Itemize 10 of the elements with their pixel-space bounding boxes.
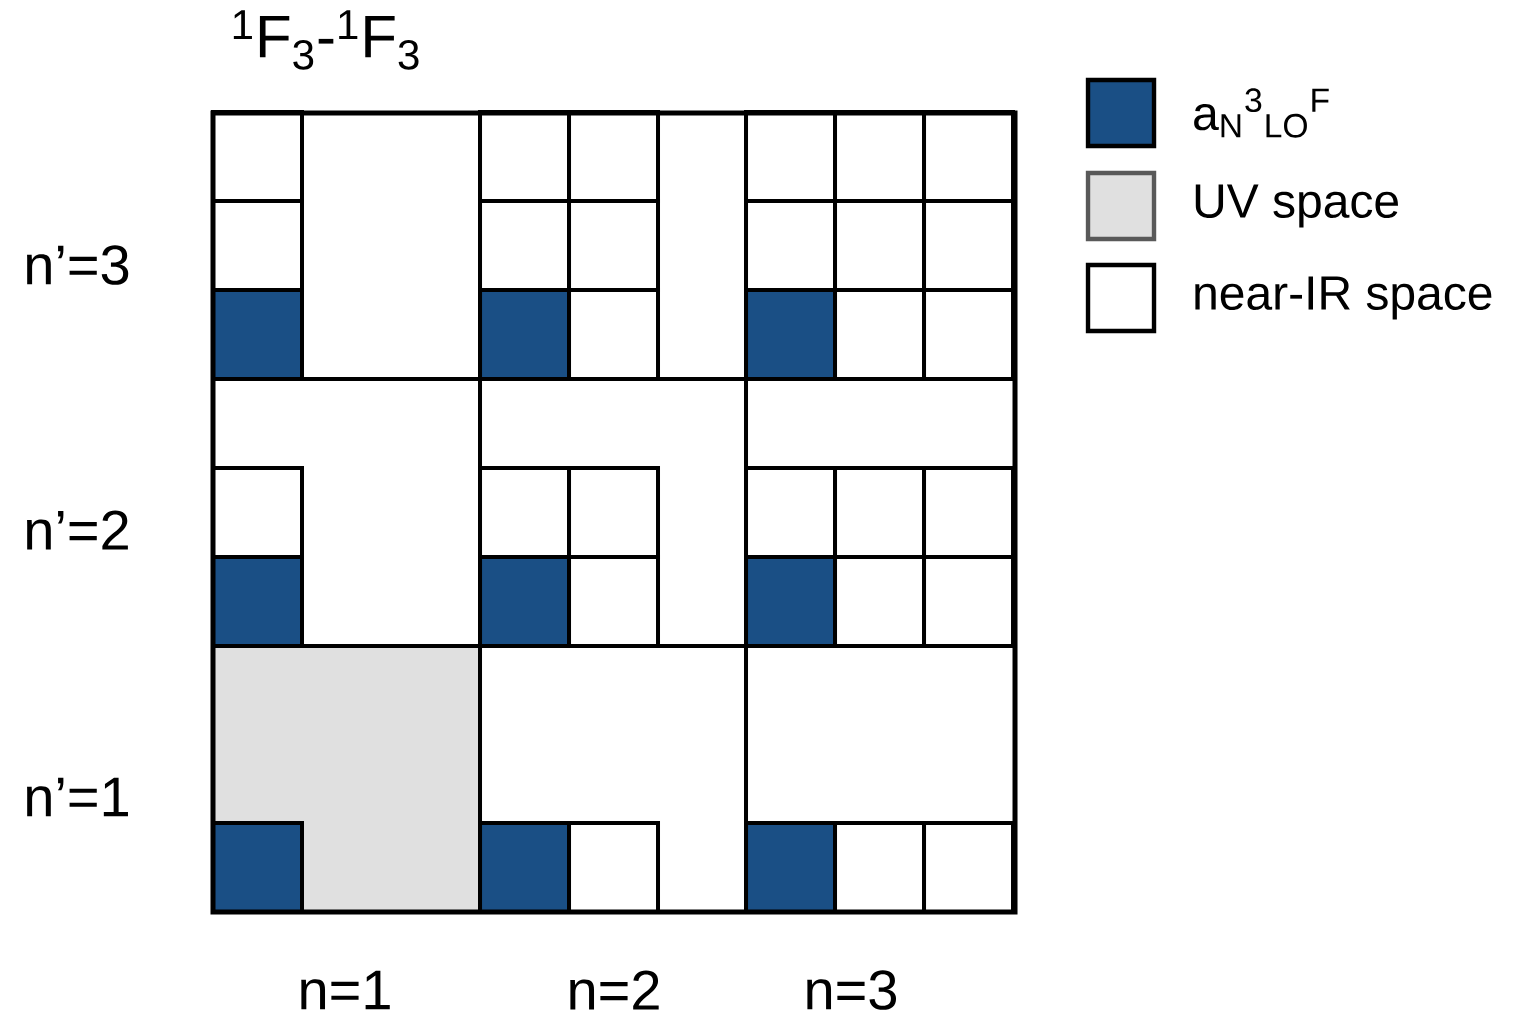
column-label: n=3	[807, 970, 897, 1010]
legend-label: near-IR space	[1195, 276, 1492, 320]
row-label: n’=1	[27, 777, 128, 817]
legend-label: UV space	[1195, 184, 1398, 228]
row-label: n’=2	[27, 510, 128, 550]
column-label: n=2	[570, 970, 659, 1010]
legend-label: a$_{N}$3LOF	[1194, 88, 1329, 138]
title: $^{1}$F$_{3}$-$^{1}$F$_{3}$	[233, 10, 419, 70]
row-label: n’=3	[27, 245, 129, 285]
column-label: n=1	[301, 970, 390, 1010]
